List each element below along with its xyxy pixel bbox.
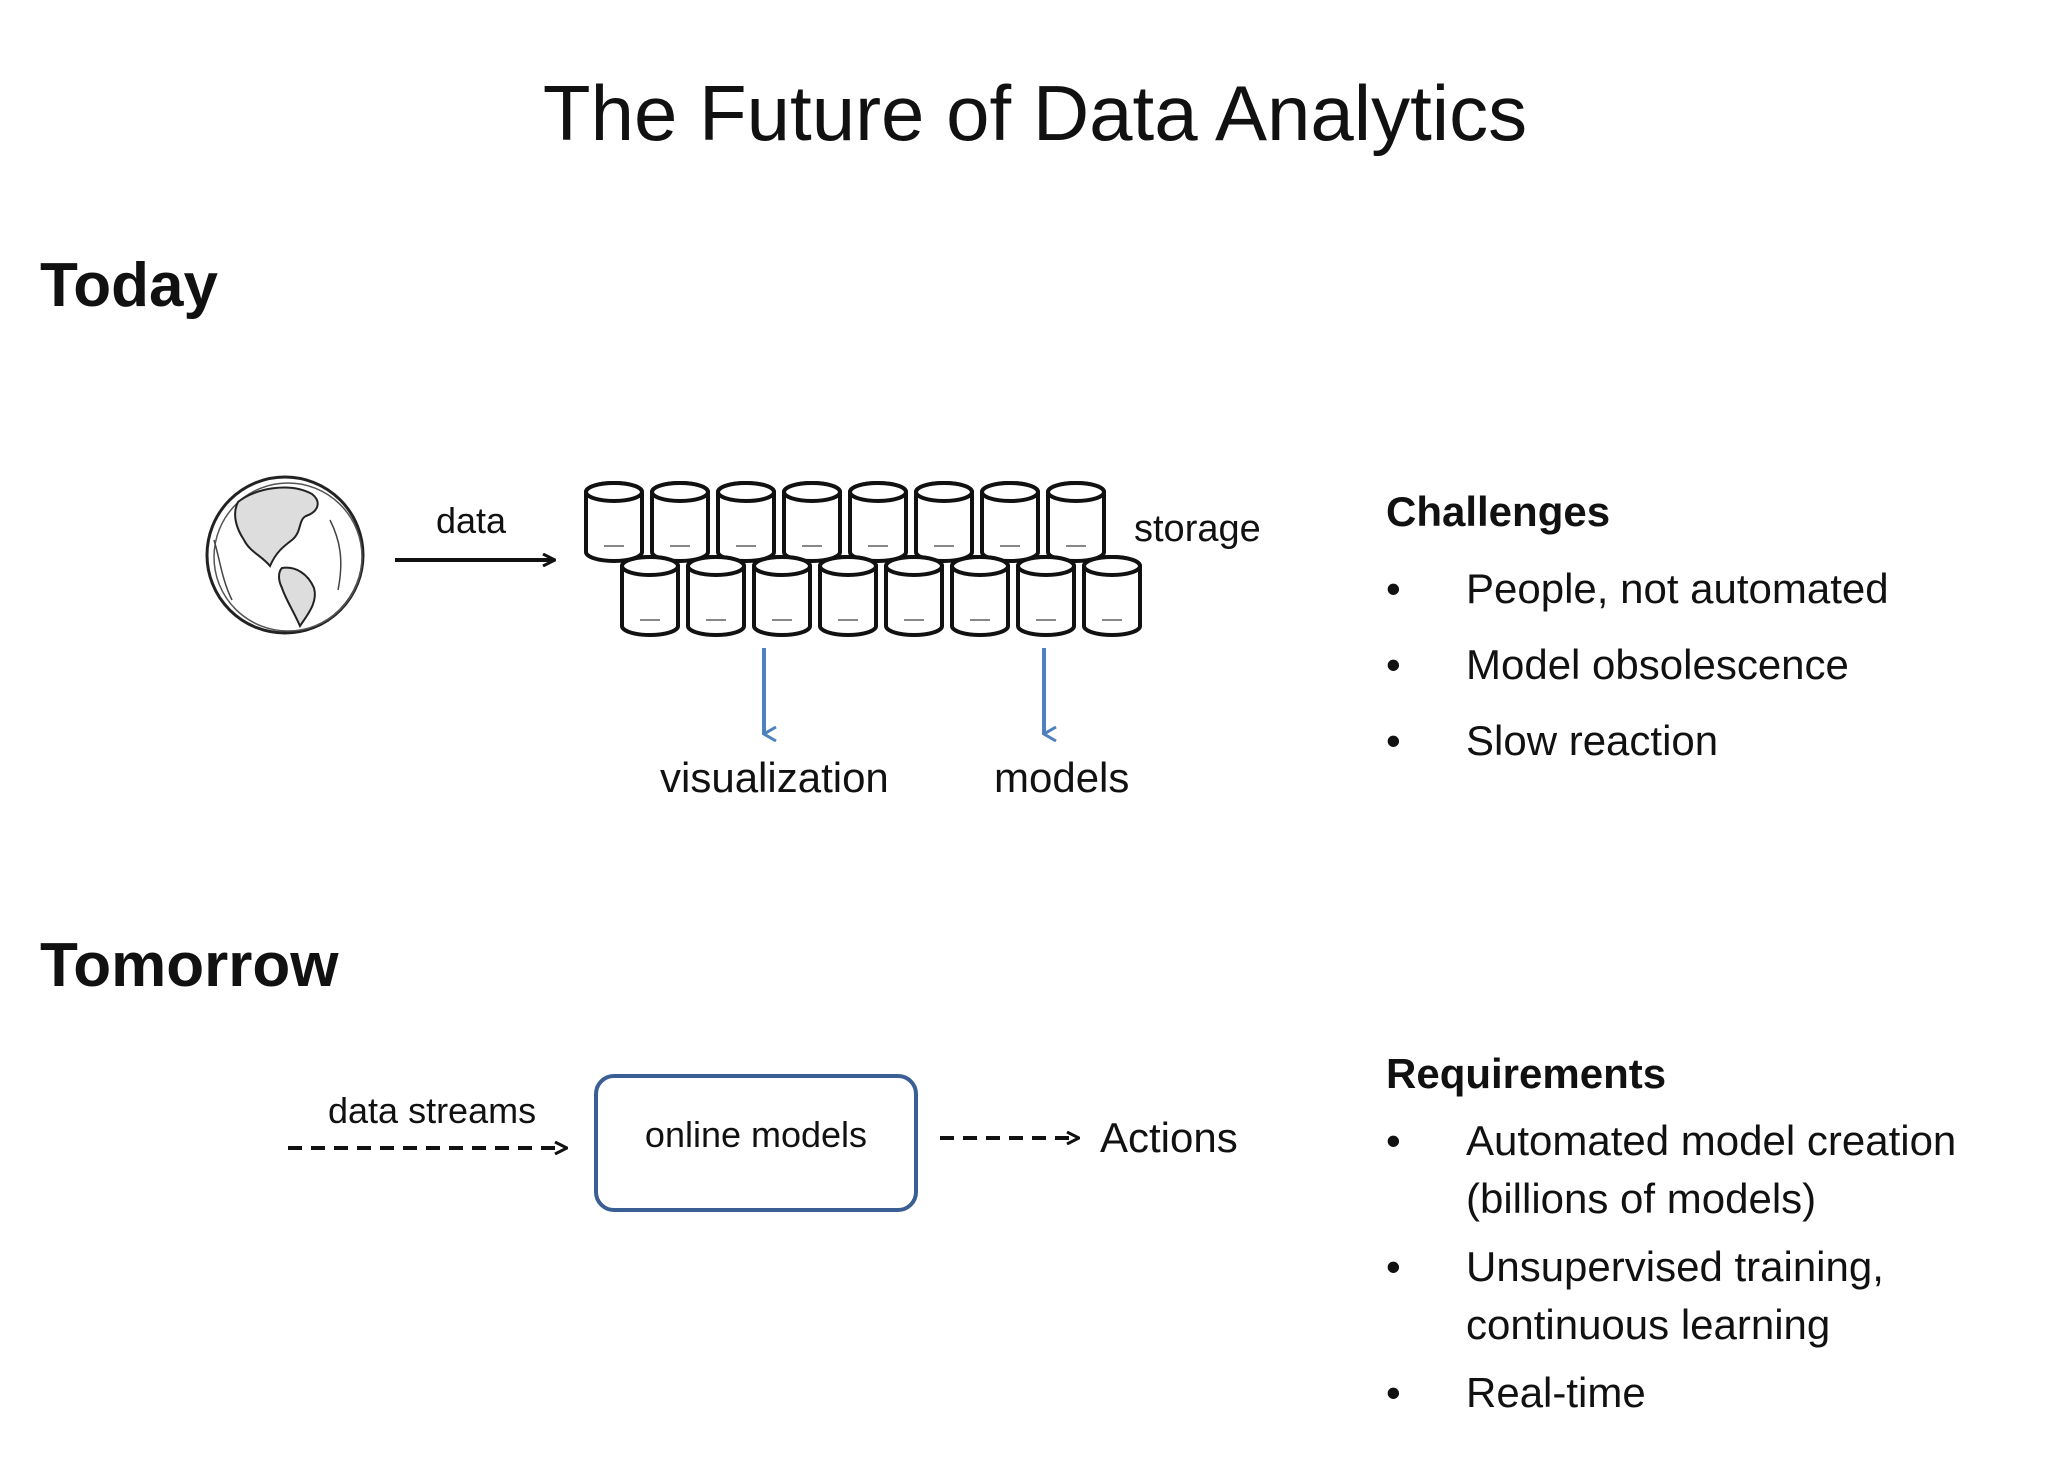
database-icon xyxy=(884,555,944,637)
database-icon xyxy=(1082,555,1142,637)
globe-icon xyxy=(205,475,365,635)
data-streams-label: data streams xyxy=(328,1090,537,1131)
requirement-line1: Real-time xyxy=(1466,1369,1646,1416)
database-icon xyxy=(848,481,908,563)
requirement-line2: continuous learning xyxy=(1466,1301,1831,1348)
online-models-box xyxy=(594,1074,918,1212)
online-models-label: online models xyxy=(644,1114,868,1155)
database-icon xyxy=(1046,481,1106,563)
challenge-text: People, not automated xyxy=(1466,565,1889,612)
tomorrow-heading: Tomorrow xyxy=(40,931,339,1000)
database-icon xyxy=(650,481,710,563)
database-icon xyxy=(782,481,842,563)
storage-label: storage xyxy=(1134,508,1261,550)
database-icon xyxy=(914,481,974,563)
today-heading: Today xyxy=(40,251,218,320)
database-icon xyxy=(716,481,776,563)
database-icon xyxy=(752,555,812,637)
bullet-icon: • xyxy=(1386,1243,1401,1290)
database-icon xyxy=(686,555,746,637)
bullet-icon: • xyxy=(1386,1369,1401,1416)
bullet-icon: • xyxy=(1386,641,1401,688)
actions-label: Actions xyxy=(1100,1114,1238,1161)
bullet-icon: • xyxy=(1386,565,1401,612)
bullet-icon: • xyxy=(1386,1117,1401,1164)
requirement-line2: (billions of models) xyxy=(1466,1175,1817,1222)
challenge-text: Slow reaction xyxy=(1466,717,1719,764)
storage-cylinders xyxy=(584,481,1142,637)
data-label: data xyxy=(436,500,507,541)
database-icon xyxy=(584,481,644,563)
challenge-text: Model obsolescence xyxy=(1466,641,1849,688)
requirement-line1: Automated model creation xyxy=(1466,1117,1957,1164)
visualization-label: visualization xyxy=(660,754,889,801)
database-icon xyxy=(818,555,878,637)
models-label: models xyxy=(994,754,1130,801)
database-icon xyxy=(620,555,680,637)
page-title: The Future of Data Analytics xyxy=(542,69,1528,157)
requirement-line1: Unsupervised training, xyxy=(1466,1243,1884,1290)
challenges-heading: Challenges xyxy=(1386,488,1611,535)
bullet-icon: • xyxy=(1386,717,1401,764)
database-icon xyxy=(980,481,1040,563)
database-icon xyxy=(1016,555,1076,637)
database-icon xyxy=(950,555,1010,637)
requirements-heading: Requirements xyxy=(1386,1050,1667,1097)
